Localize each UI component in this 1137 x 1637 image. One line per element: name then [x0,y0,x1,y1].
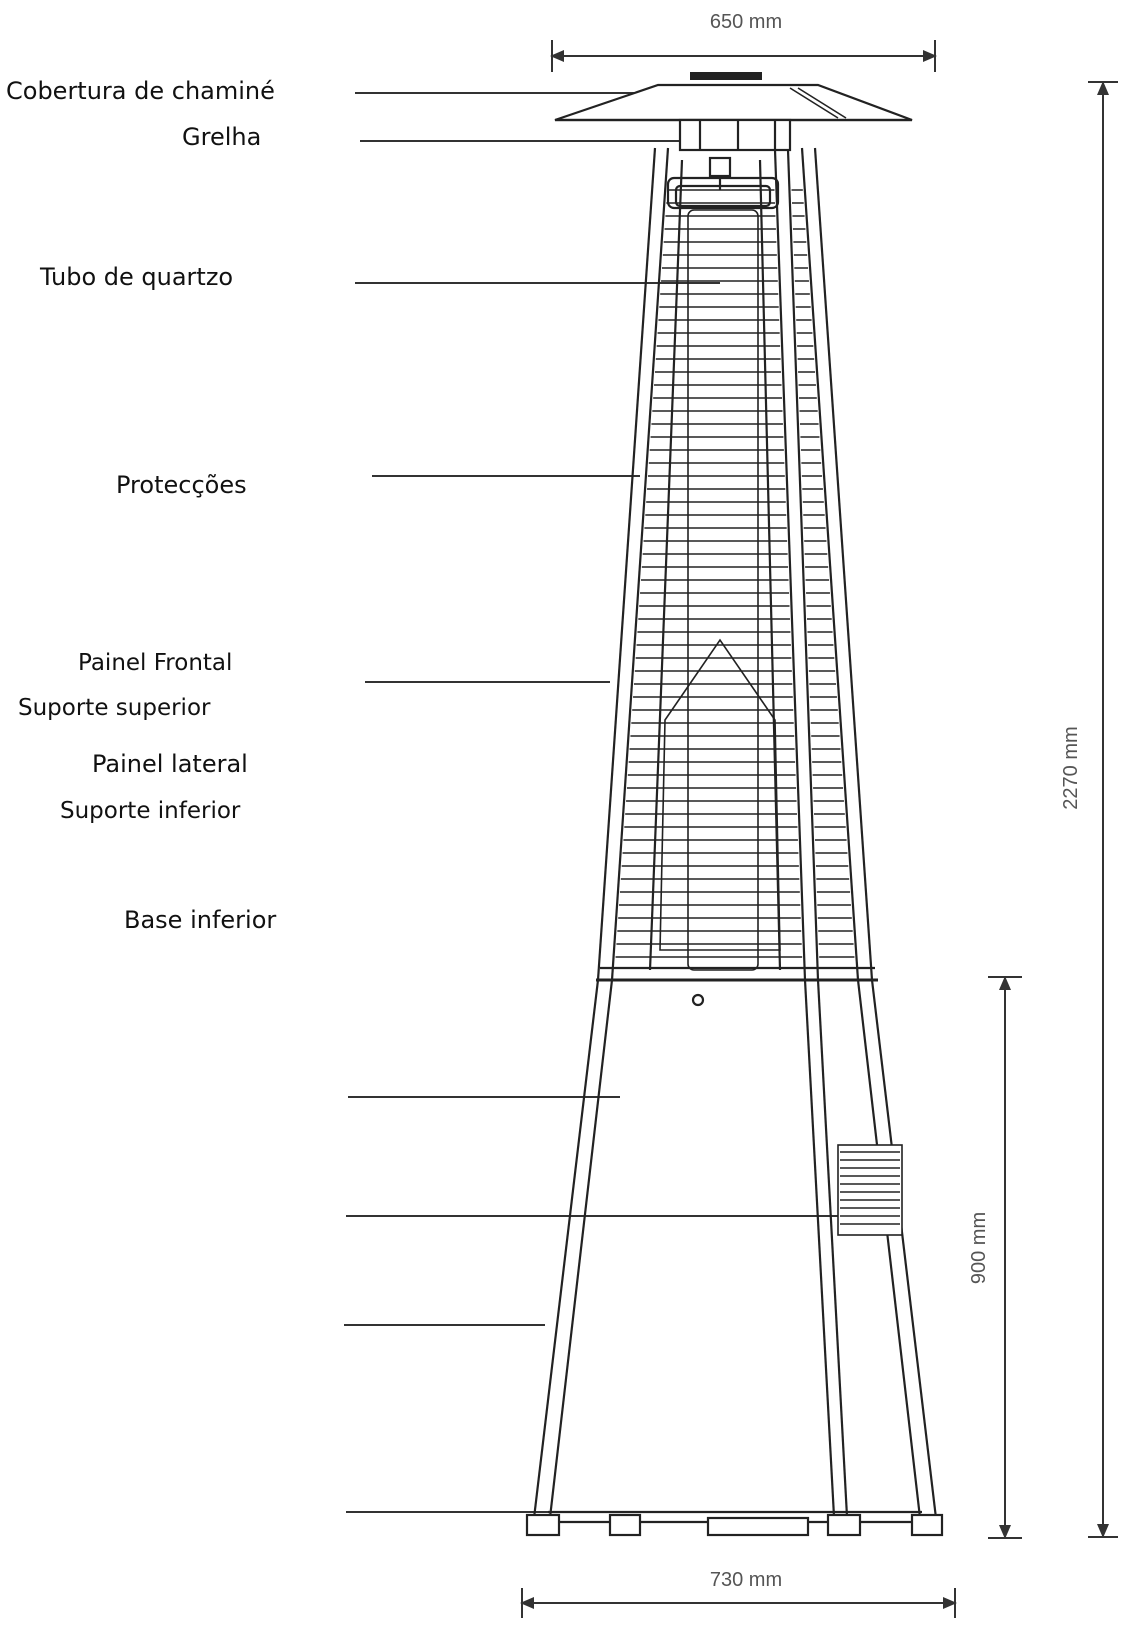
label-lower-support: Suporte inferior [60,798,241,824]
label-guards: Protecções [116,471,247,499]
label-lower-base: Base inferior [124,906,277,934]
dim-base-width: 730 mm [710,1569,782,1591]
leader-lines [344,92,860,1513]
guard-rails-right [791,189,855,958]
label-grille: Grelha [182,123,262,151]
label-upper-support: Suporte superior [18,695,211,721]
guard-rails-left [615,189,803,958]
chimney-cover-shape [554,83,913,122]
vent-slats [840,1151,900,1225]
label-side-panel: Painel lateral [92,750,248,778]
dimension-lines [520,40,1118,1618]
label-quartz-tube: Tubo de quartzo [40,263,234,291]
label-front-panel: Painel Frontal [78,650,233,676]
heater-body [525,72,944,1537]
label-chimney-cover: Cobertura de chaminé [6,77,275,105]
dim-top-width: 650 mm [710,11,782,33]
dim-lower-height: 900 mm [968,1212,990,1284]
dim-total-height: 2270 mm [1060,726,1082,809]
